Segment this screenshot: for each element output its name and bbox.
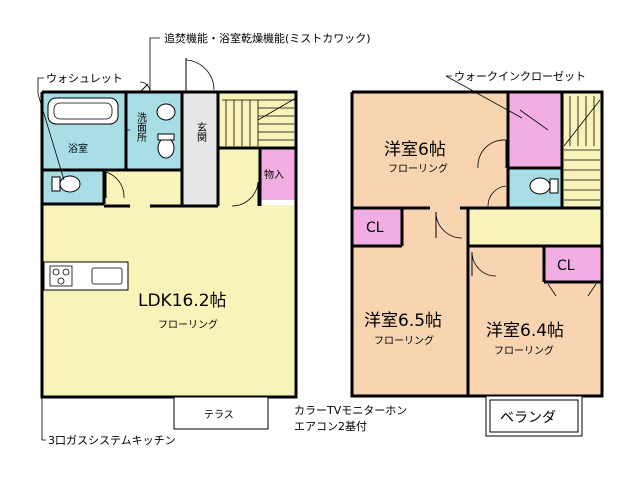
bath-features-note: 追焚機能・浴室乾燥機能(ミストカワック) [164,31,371,45]
closet-2-label: CL [557,258,575,274]
entrance-area [182,92,218,206]
storage-area [260,148,296,200]
washlet-note: ウォシュレット [46,72,123,85]
tv-monitor-note: カラーTVモニターホン [294,404,407,417]
washroom-sink [156,103,176,121]
room-a-name: 洋室6帖 [384,140,446,160]
stairs-1 [222,97,297,146]
stairs-1-area [218,92,296,148]
toilet-1 [51,175,81,193]
room-b-name: 洋室6.5帖 [364,311,442,331]
kitchen-counter [43,261,129,291]
room-a-area [352,92,508,208]
room-b-floor: フローリング [374,334,434,347]
entrance-label: 玄関 [195,121,207,143]
balcony-label: ベランダ [500,410,556,426]
stairs-2 [563,96,601,201]
second-floor-doors [435,139,597,297]
room-c-floor: フローリング [494,344,554,357]
walk-in-closet-area [508,92,562,168]
closet-1-label: CL [366,220,384,236]
bathtub [47,97,119,125]
closet-1-area [352,208,402,246]
ldk-area [42,205,296,397]
ldk-name: LDK16.2帖 [138,291,227,311]
room-b-area [352,246,468,396]
first-floor-doors [105,58,259,207]
terrace-label: テラス [204,409,234,421]
closet-arrow [519,109,549,131]
washroom-area [126,92,182,170]
bathroom-label: 浴室 [68,142,88,155]
second-floor-walls [350,90,604,398]
walk-in-closet-note: ウォークインクローゼット [454,70,586,83]
hall-2-area [468,208,602,246]
closet-2-area [544,246,602,282]
leader-lines [37,37,523,441]
washroom-label: 洗面所 [135,112,147,143]
room-a-floor: フローリング [388,162,448,175]
room-c-name: 洋室6.4帖 [486,321,564,341]
room-b-upper [402,208,468,246]
corridor-area [218,148,260,206]
kitchen-note: 3口ガスシステムキッチン [48,434,176,447]
toilet-2 [529,177,559,195]
ldk-floor: フローリング [158,318,218,331]
aircon-note: エアコン2基付 [294,420,367,433]
storage-label: 物入 [264,168,284,181]
terrace [173,396,269,430]
balcony [485,395,583,437]
washroom-toilet-bowl [157,137,175,159]
